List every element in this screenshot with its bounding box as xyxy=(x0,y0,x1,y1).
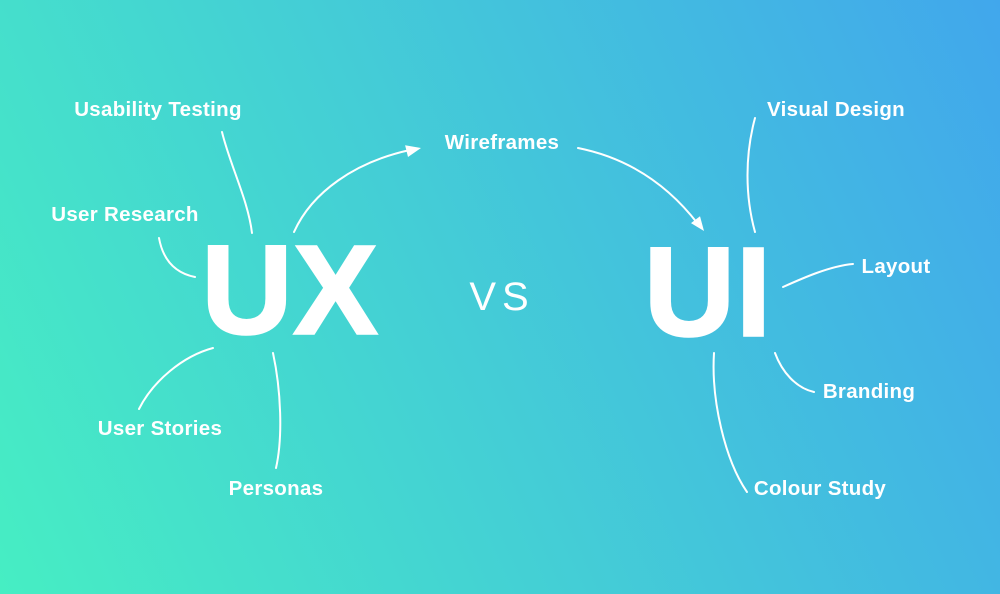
connector-personas xyxy=(272,352,282,469)
label-personas: Personas xyxy=(228,477,324,500)
vs-separator: VS xyxy=(469,275,535,320)
connector-usability-testing xyxy=(221,131,253,234)
label-user-stories: User Stories xyxy=(97,417,223,440)
term-ui: UI xyxy=(643,221,773,363)
connector-colour-study xyxy=(712,352,748,493)
connector-user-stories xyxy=(138,347,214,410)
label-wireframes: Wireframes xyxy=(444,131,560,154)
arrowhead-to-wireframes-icon xyxy=(405,145,421,157)
label-usability-testing: Usability Testing xyxy=(74,98,242,121)
label-branding: Branding xyxy=(822,380,916,403)
arrowhead-to-ui-icon xyxy=(691,216,704,231)
connector-ux-to-wireframes xyxy=(293,149,411,233)
label-visual-design: Visual Design xyxy=(767,98,905,121)
connector-visual-design xyxy=(746,117,756,233)
connector-branding xyxy=(774,352,815,393)
connector-layout xyxy=(782,263,854,288)
term-ux: UX xyxy=(200,219,379,361)
connector-wireframes-to-ui xyxy=(577,147,699,225)
label-colour-study: Colour Study xyxy=(753,477,887,500)
connector-user-research xyxy=(158,237,196,278)
label-user-research: User Research xyxy=(51,203,199,226)
label-layout: Layout xyxy=(861,255,931,278)
